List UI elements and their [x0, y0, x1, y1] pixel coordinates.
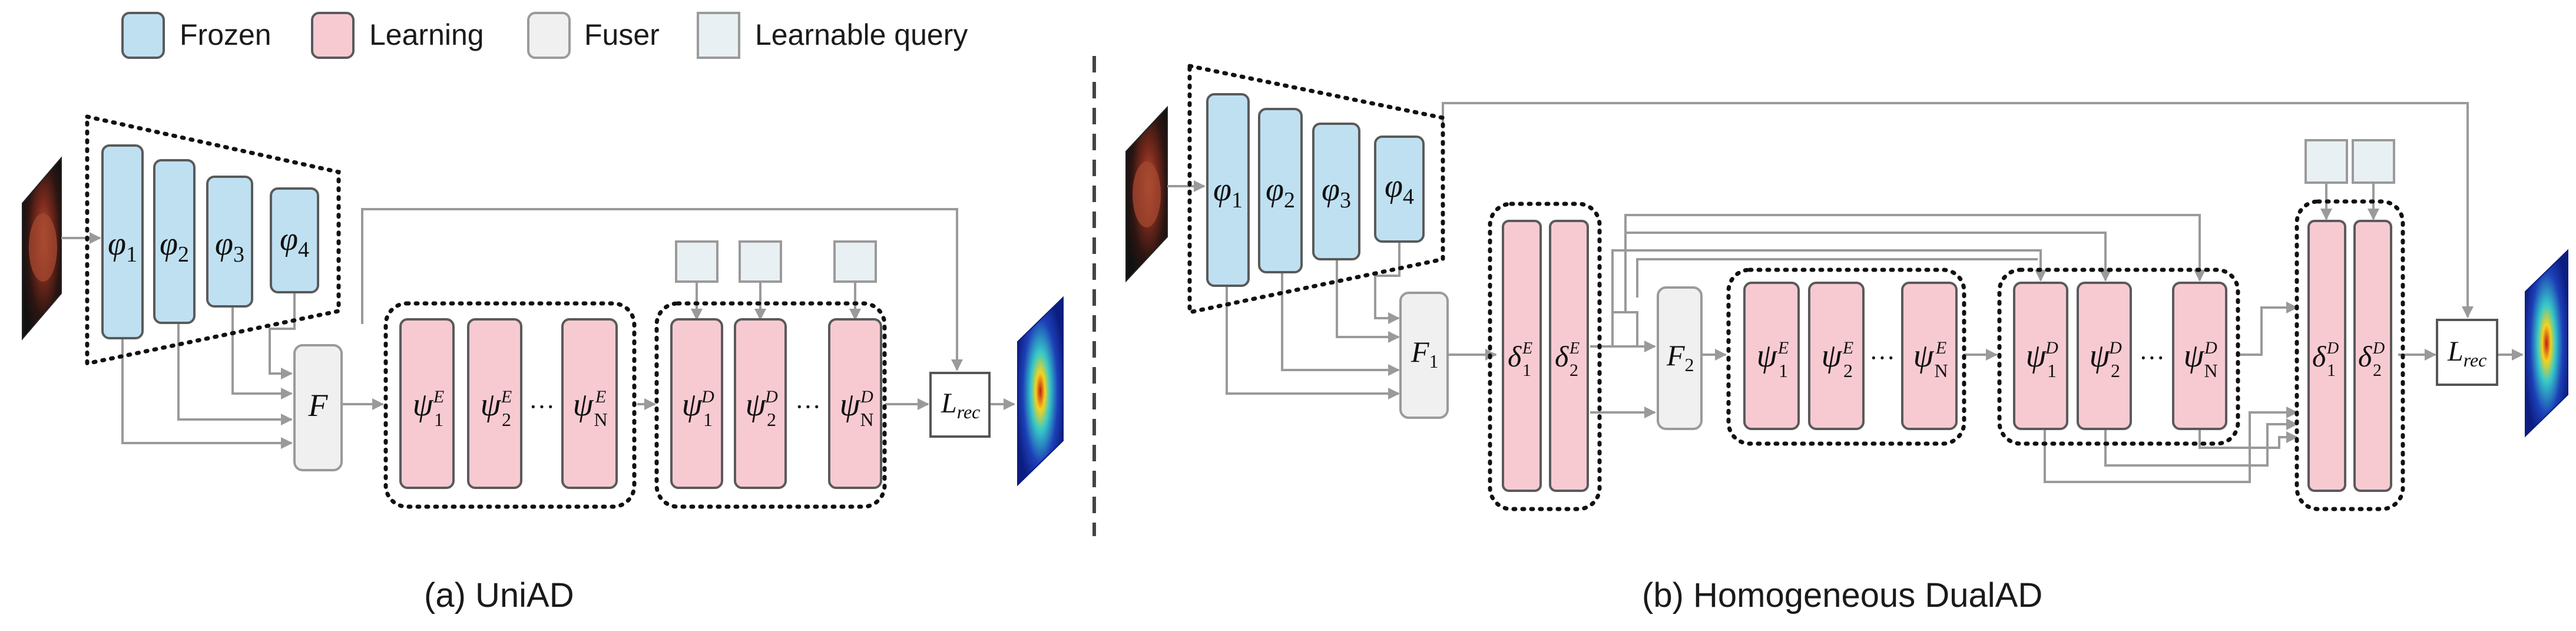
connectors-a — [61, 208, 1015, 449]
output-heatmap-b — [2525, 249, 2568, 438]
encoder-phi2-a — [153, 159, 196, 324]
psi-enc-2-b — [1808, 282, 1865, 430]
delta-enc-1-b — [1502, 220, 1542, 492]
caption-dualad: (b) Homogeneous DualAD — [1642, 576, 2042, 615]
psi-enc-1-a — [399, 318, 455, 489]
encoder-block-group-b — [1726, 267, 1966, 446]
legend: Frozen Learning Fuser Learnable query — [121, 12, 968, 59]
legend-frozen-swatch — [121, 12, 165, 59]
psi-dec-2-a — [734, 318, 787, 489]
fuser2-b — [1657, 286, 1703, 430]
connectors-b — [1167, 102, 2524, 483]
psi-enc-1-b — [1743, 282, 1800, 430]
query-3-a — [833, 240, 877, 283]
delta-dec-1-b — [2307, 220, 2346, 492]
encoder-phi4-b — [1374, 136, 1425, 243]
fuser-label-a: F — [308, 388, 329, 423]
psi-enc-2-a — [467, 318, 522, 489]
legend-query-label: Learnable query — [755, 18, 968, 51]
psi-dec-1-a — [670, 318, 723, 489]
encoder-phi1-a — [101, 144, 144, 339]
legend-learning-swatch — [311, 12, 355, 59]
query-1-a — [675, 240, 719, 283]
query-1-b — [2305, 139, 2348, 184]
legend-frozen-label: Frozen — [180, 18, 271, 51]
input-image-b — [1125, 105, 1168, 283]
legend-learning-label: Learning — [369, 18, 484, 51]
encoder-phi3-a — [206, 176, 253, 308]
legend-fuser-swatch — [527, 12, 571, 59]
caption-uniad: (a) UniAD — [424, 576, 574, 615]
ellipsis-dec-a: ··· — [795, 392, 821, 421]
decoder-block-group-a — [654, 301, 887, 509]
psi-dec-N-a — [828, 318, 882, 489]
psi-enc-N-a — [561, 318, 618, 489]
loss-box-b — [2436, 319, 2498, 386]
ellipsis-enc-b: ··· — [1869, 343, 1895, 372]
query-2-a — [739, 240, 782, 283]
delta-dec-2-b — [2353, 220, 2392, 492]
encoder-phi1-b — [1206, 93, 1250, 287]
psi-dec-1-b — [2013, 282, 2068, 430]
frozen-encoder-group-b — [1187, 63, 1445, 315]
encoder-phi3-b — [1312, 123, 1360, 260]
output-heatmap-a — [1017, 296, 1064, 487]
encoder-phi2-b — [1258, 108, 1303, 273]
delta-enc-2-b — [1549, 220, 1589, 492]
psi-dec-N-b — [2172, 282, 2227, 430]
delta-enc-group-b — [1488, 201, 1602, 511]
delta-dec-group-b — [2294, 199, 2405, 511]
fuser1-b — [1399, 292, 1449, 419]
query-2-b — [2352, 139, 2395, 184]
fuser-a — [293, 344, 343, 471]
ellipsis-dec-b: ··· — [2139, 343, 2165, 372]
encoder-phi4-a — [270, 187, 319, 293]
frozen-encoder-group-a — [85, 114, 341, 366]
legend-fuser-label: Fuser — [584, 18, 660, 51]
ellipsis-enc-a: ··· — [529, 392, 555, 421]
legend-query-swatch — [697, 12, 740, 59]
psi-dec-2-b — [2077, 282, 2132, 430]
encoder-block-group-a — [383, 301, 637, 509]
input-image-a — [22, 156, 62, 341]
loss-box-a — [929, 372, 991, 438]
psi-enc-N-b — [1901, 282, 1958, 430]
decoder-block-group-b — [1997, 267, 2240, 446]
encoder-phi1-label-a: φ1 — [108, 226, 137, 267]
